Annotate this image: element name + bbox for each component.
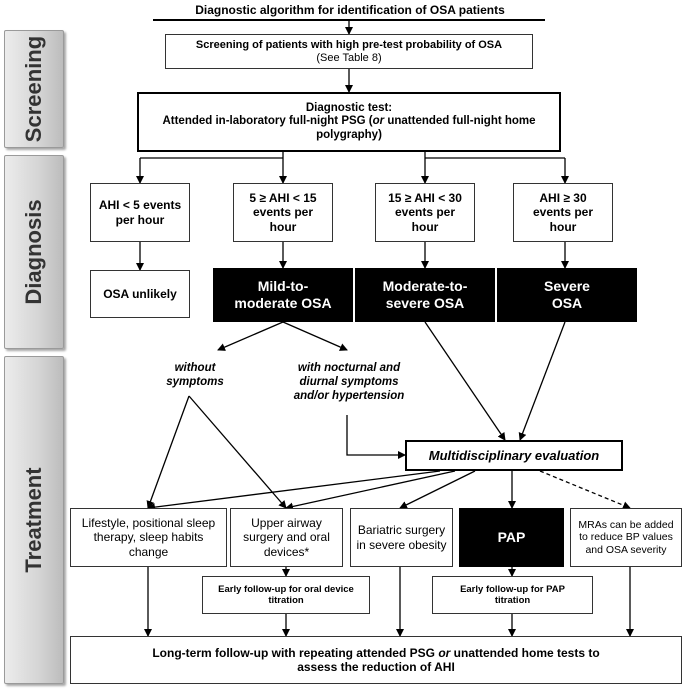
mild-moderate-osa-box: Mild-to-moderate OSA [213, 268, 353, 322]
section-screening-label: Screening [21, 35, 46, 143]
long-term-followup-text: Long-term follow-up with repeating atten… [152, 645, 600, 674]
pap-box: PAP [459, 508, 564, 567]
diagnostic-test-detail: Attended in-laboratory full-night PSG (o… [162, 115, 536, 141]
without-symptoms-label: without symptoms [166, 362, 224, 388]
section-diagnosis-label: Diagnosis [21, 199, 46, 305]
diagram-title: Diagnostic algorithm for identification … [195, 3, 505, 17]
mra-box: MRAs can be added to reduce BP values an… [570, 508, 682, 567]
screening-line1: Screening of patients with high pre-test… [195, 38, 503, 51]
with-symptoms-label: with nocturnal and diurnal symptoms and/… [293, 362, 405, 402]
oral-device-followup-box: Early follow-up for oral device titratio… [202, 576, 370, 614]
ahi-box-ge30: AHI ≥ 30 events per hour [513, 183, 613, 242]
ahi-box-15-30: 15 ≥ AHI < 30 events per hour [375, 183, 475, 242]
ahi-box-5-15: 5 ≥ AHI < 15 events per hour [233, 183, 333, 242]
diagnostic-test-heading: Diagnostic test: [305, 101, 393, 114]
ahi-box-lt5: AHI < 5 events per hour [90, 183, 190, 242]
diagnostic-test-box: Diagnostic test: Attended in-laboratory … [137, 92, 561, 152]
severe-osa-box: Severe OSA [497, 268, 637, 322]
screening-line2: (See Table 8) [316, 51, 382, 64]
moderate-severe-osa-box: Moderate-to-severe OSA [355, 268, 495, 322]
long-term-followup-box: Long-term follow-up with repeating atten… [70, 636, 682, 684]
bariatric-surgery-box: Bariatric surgery in severe obesity [350, 508, 453, 567]
section-diagnosis: Diagnosis [4, 155, 64, 349]
section-screening: Screening [4, 30, 64, 148]
screening-box: Screening of patients with high pre-test… [165, 34, 533, 69]
section-treatment: Treatment [4, 356, 64, 684]
pap-followup-box: Early follow-up for PAP titration [432, 576, 593, 614]
section-treatment-label: Treatment [21, 467, 46, 573]
lifestyle-therapy-box: Lifestyle, positional sleep therapy, sle… [70, 508, 227, 567]
multidisciplinary-evaluation-box: Multidisciplinary evaluation [405, 440, 623, 471]
upper-airway-surgery-box: Upper airway surgery and oral devices* [230, 508, 343, 567]
osa-unlikely-box: OSA unlikely [90, 270, 190, 318]
